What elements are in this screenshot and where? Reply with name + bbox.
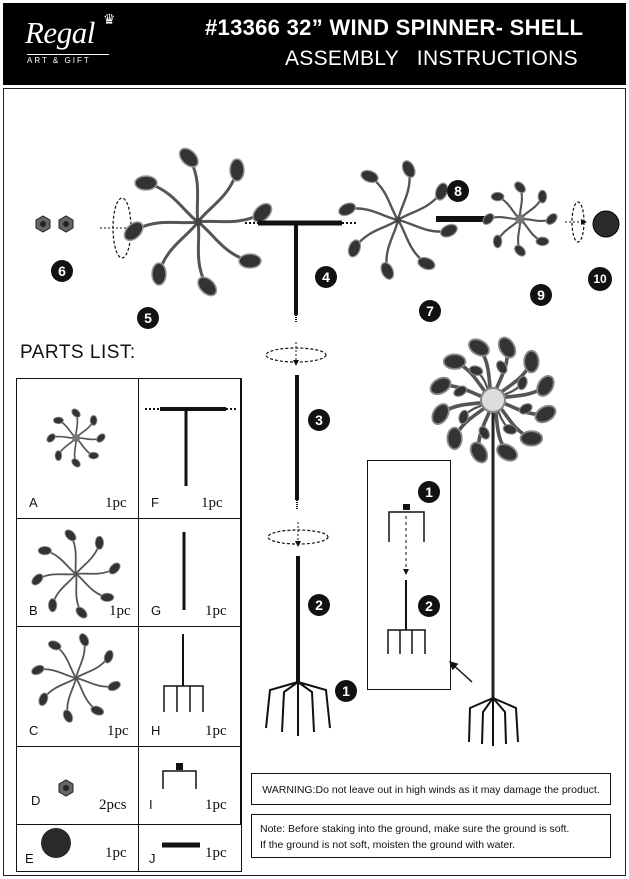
product-title: #13366 32” WIND SPINNER- SHELL: [205, 15, 584, 40]
part-cell-i: I 1pc: [139, 747, 241, 825]
rotation-arrow-icon: [565, 201, 587, 243]
part-qty: 1pc: [205, 603, 227, 619]
warning-box: WARNING:Do not leave out in high winds a…: [251, 773, 611, 805]
part-letter: F: [151, 495, 159, 510]
t-bar-part-4: [245, 220, 356, 323]
part-qty: 1pc: [201, 495, 223, 511]
regal-logo: ♛ Regal ART & GIFT: [25, 9, 125, 71]
part-cell-f: F 1pc: [139, 379, 241, 519]
part-qty: 1pc: [109, 603, 131, 619]
inset-step-badge-1: 1: [418, 481, 440, 503]
spinner-small-part-9: [479, 178, 561, 260]
part-letter: B: [29, 603, 38, 618]
header-banner: ♛ Regal ART & GIFT #13366 32” WIND SPINN…: [3, 3, 626, 85]
step-badge-3: 3: [308, 409, 330, 431]
part-letter: J: [149, 851, 156, 866]
part-cell-h: H 1pc: [139, 627, 241, 747]
part-qty: 1pc: [105, 495, 127, 511]
part-qty: 1pc: [205, 845, 227, 861]
step-badge-1: 1: [335, 680, 357, 702]
part-cell-c: C 1pc: [17, 627, 139, 747]
step-badge-6: 6: [51, 260, 73, 282]
note-line-1: Note: Before staking into the ground, ma…: [260, 823, 570, 835]
part-cell-d: D 2pcs: [17, 747, 139, 825]
part-qty: 2pcs: [99, 797, 127, 813]
part-letter: H: [151, 723, 161, 738]
part-letter: A: [29, 495, 38, 510]
part-qty: 1pc: [105, 845, 127, 861]
step-badge-9: 9: [530, 284, 552, 306]
parts-list-table: A 1pc F 1pc B 1pc G 1pc C 1pc H 1pc D 2p…: [16, 378, 242, 872]
ball-cap-part-10: [592, 210, 620, 238]
part-qty: 1pc: [205, 723, 227, 739]
logo-subtitle: ART & GIFT: [27, 54, 109, 65]
parts-list-title: PARTS LIST:: [20, 342, 136, 363]
step-badge-7: 7: [419, 300, 441, 322]
stake-inset-box: [367, 460, 451, 690]
part-letter: C: [29, 723, 39, 738]
instruction-frame: [3, 88, 626, 876]
part-letter: E: [25, 851, 34, 866]
note-box: Note: Before staking into the ground, ma…: [251, 814, 611, 858]
step-badge-4: 4: [315, 266, 337, 288]
parts-list-drawings: [28, 406, 238, 858]
part-qty: 1pc: [205, 797, 227, 813]
part-cell-j: J 1pc: [139, 825, 241, 871]
part-cell-a: A 1pc: [17, 379, 139, 519]
part-qty: 1pc: [107, 723, 129, 739]
pointer-arrow-icon: [448, 660, 473, 683]
pole-assembly: [265, 342, 331, 736]
part-letter: D: [31, 793, 41, 808]
part-cell-g: G 1pc: [139, 519, 241, 627]
nut-part-6: [35, 215, 74, 233]
logo-brand: Regal: [25, 15, 95, 50]
step-badge-8: 8: [447, 180, 469, 202]
step-badge-5: 5: [137, 307, 159, 329]
inset-step-badge-2: 2: [418, 595, 440, 617]
crown-icon: ♛: [103, 11, 116, 27]
stake-inset-diagram: [387, 504, 426, 654]
warning-text: WARNING:Do not leave out in high winds a…: [262, 784, 600, 796]
part-cell-e: E 1pc: [17, 825, 139, 871]
part-cell-b: B 1pc: [17, 519, 139, 627]
step-badge-2: 2: [308, 594, 330, 616]
spinner-large-part-5: [119, 143, 277, 301]
spinner-medium-part-7: [335, 157, 461, 283]
document-title: ASSEMBLY INSTRUCTIONS: [285, 47, 578, 70]
part-letter: G: [151, 603, 162, 618]
note-line-2: If the ground is not soft, moisten the g…: [260, 839, 516, 851]
assembled-spinner-illustration: [425, 332, 561, 746]
part-letter: I: [149, 797, 153, 812]
step-badge-10: 10: [588, 267, 612, 291]
